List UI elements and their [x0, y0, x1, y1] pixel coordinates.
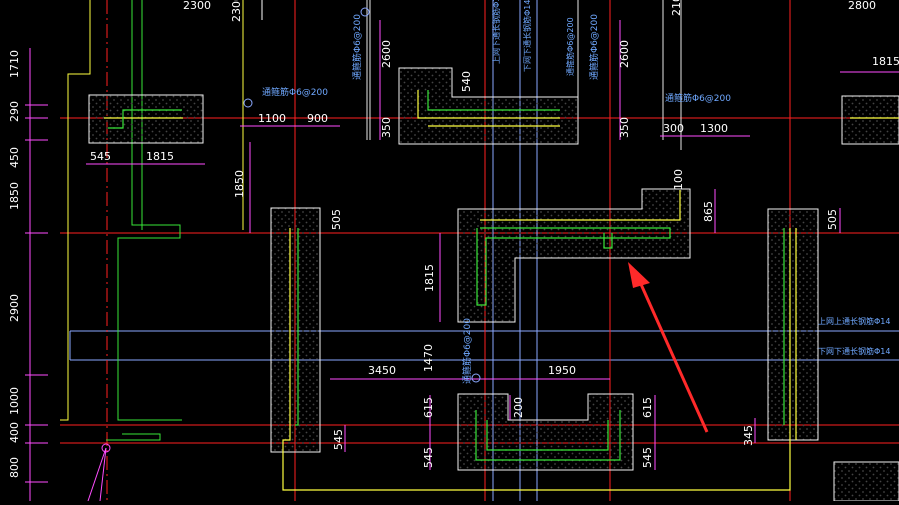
dim-350-b: 350	[618, 117, 631, 138]
dim-100: 100	[672, 169, 685, 190]
dim-505-a: 505	[330, 209, 343, 230]
dim-1950: 1950	[548, 364, 576, 377]
dim-1300: 1300	[700, 122, 728, 135]
dim-2600-b: 2600	[618, 40, 631, 68]
dim-505-b: 505	[826, 209, 839, 230]
wall-left-column	[270, 207, 321, 453]
note-rebar-d: 通箍筋Φ6@200	[665, 92, 731, 104]
concrete-walls	[88, 67, 899, 502]
dim-210: 210	[670, 0, 683, 16]
origin-marker	[87, 443, 111, 502]
note-top-2: 下网下通长钢筋Φ14	[522, 0, 532, 72]
dim-left-400: 400	[8, 422, 21, 443]
wall-bottom-u	[457, 393, 634, 471]
wall-bottom-right	[833, 461, 899, 502]
left-outline	[60, 0, 263, 441]
dimension-lines	[25, 20, 899, 501]
dimension-texts: 2300 2300 2800 210 1815 1100 900 545 181…	[90, 0, 899, 468]
annotation-arrow	[628, 262, 709, 433]
dim-615-b: 615	[641, 397, 654, 418]
dim-2300-a: 2300	[183, 0, 211, 12]
dim-545-a: 545	[332, 429, 345, 450]
dim-left-1850: 1850	[8, 182, 21, 210]
dim-left-290: 290	[8, 101, 21, 122]
wall-right-column	[767, 208, 819, 441]
dim-left-1000: 1000	[8, 387, 21, 415]
dim-615-a: 615	[422, 397, 435, 418]
note-rebar-b: 通箍筋Φ6@200	[351, 14, 363, 80]
dim-3450: 3450	[368, 364, 396, 377]
dim-1815: 1815	[146, 150, 174, 163]
note-rebar-a: 通箍筋Φ6@200	[262, 86, 328, 98]
wall-top-right	[841, 95, 899, 145]
note-top-1: 上网下通长钢筋Φ14	[491, 0, 501, 64]
dim-1815-top-right: 1815	[872, 55, 899, 68]
note-rebar-c: 通箍筋Φ6@200	[588, 14, 600, 80]
dim-200: 200	[512, 397, 525, 418]
dim-1470: 1470	[422, 344, 435, 372]
dim-345: 345	[742, 425, 755, 446]
dim-545-b: 545	[422, 447, 435, 468]
dim-1100: 1100	[258, 112, 286, 125]
dim-2600-a: 2600	[380, 40, 393, 68]
dim-left-1710: 1710	[8, 50, 21, 78]
dim-545: 545	[90, 150, 111, 163]
dim-left-2900: 2900	[8, 294, 21, 322]
rebar-lines	[104, 90, 899, 491]
note-rebar-f: 通箍筋Φ6@200	[565, 17, 575, 76]
dim-900: 900	[307, 112, 328, 125]
wall-top-left	[88, 94, 204, 144]
dim-1815-v: 1815	[423, 264, 436, 292]
dim-left-450: 450	[8, 147, 21, 168]
rebar-notes: 通箍筋Φ6@200 通箍筋Φ6@200 通箍筋Φ6@200 通箍筋Φ6@200 …	[243, 0, 890, 384]
dim-350-a: 350	[380, 117, 393, 138]
wall-center-l	[457, 188, 691, 323]
dim-865: 865	[702, 201, 715, 222]
dim-2800: 2800	[848, 0, 876, 12]
dim-left-800: 800	[8, 457, 21, 478]
dim-1850: 1850	[233, 170, 246, 198]
dim-540: 540	[460, 71, 473, 92]
wall-top-center	[398, 67, 579, 145]
dim-2300-b: 2300	[230, 0, 243, 22]
note-right-2: 下网下通长钢筋Φ14	[818, 346, 890, 356]
dim-300: 300	[663, 122, 684, 135]
dim-545-c: 545	[641, 447, 654, 468]
left-dimension-texts: 1710 290 450 1850 2900 1000 400 800	[8, 50, 21, 478]
note-rebar-e: 通箍筋Φ6@200	[461, 318, 473, 384]
note-right-1: 上网上通长钢筋Φ14	[818, 316, 890, 326]
